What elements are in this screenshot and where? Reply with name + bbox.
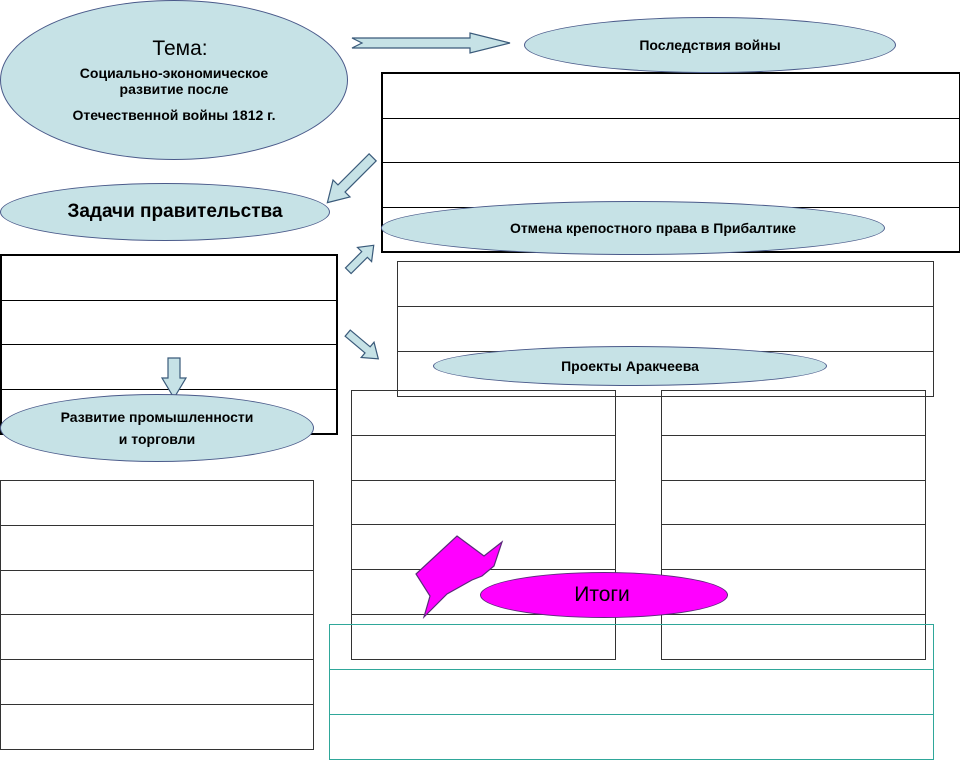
table-row[interactable] bbox=[662, 434, 925, 480]
arrow-up-right-icon bbox=[344, 244, 375, 275]
table-row[interactable] bbox=[2, 299, 336, 345]
topic-line-1: Социально-экономическое bbox=[79, 65, 269, 81]
industry-line-1: Развитие промышленности bbox=[60, 409, 254, 425]
table-row[interactable] bbox=[662, 524, 925, 569]
arrow-down-right-icon bbox=[344, 329, 380, 360]
arrow-down-icon bbox=[160, 357, 188, 400]
table-row[interactable] bbox=[398, 306, 933, 351]
topic-line-2: развитие после bbox=[119, 81, 229, 97]
tasks-oval[interactable]: Задачи правительства bbox=[0, 183, 330, 241]
arrow-down-left-icon bbox=[326, 152, 378, 204]
table-row[interactable] bbox=[330, 714, 933, 759]
tasks-label: Задачи правительства bbox=[67, 201, 283, 222]
table-row[interactable] bbox=[352, 434, 615, 480]
arakcheev-table-right bbox=[661, 390, 926, 660]
serfdom-oval[interactable]: Отмена крепостного права в Прибалтике bbox=[381, 201, 885, 255]
table-row[interactable] bbox=[1, 524, 313, 570]
table-row[interactable] bbox=[383, 117, 959, 163]
table-row[interactable] bbox=[662, 569, 925, 614]
results-arrow-icon bbox=[415, 535, 504, 620]
table-row[interactable] bbox=[2, 344, 336, 389]
serfdom-label: Отмена крепостного права в Прибалтике bbox=[509, 220, 797, 236]
consequences-oval[interactable]: Последствия войны bbox=[524, 17, 896, 73]
results-label: Итоги bbox=[574, 583, 630, 606]
industry-line-2: и торговли bbox=[118, 431, 196, 447]
table-row[interactable] bbox=[330, 669, 933, 714]
table-row[interactable] bbox=[1, 659, 313, 704]
arakcheev-label: Проекты Аракчеева bbox=[561, 358, 699, 374]
topic-line-3: Отечественной войны 1812 г. bbox=[72, 107, 276, 123]
topic-oval[interactable]: Тема: Социально-экономическое развитие п… bbox=[0, 0, 348, 160]
table-row[interactable] bbox=[1, 569, 313, 615]
table-row[interactable] bbox=[662, 614, 925, 659]
table-row[interactable] bbox=[352, 479, 615, 525]
table-row[interactable] bbox=[1, 614, 313, 659]
consequences-label: Последствия войны bbox=[639, 37, 781, 53]
table-row[interactable] bbox=[352, 524, 615, 569]
arakcheev-oval[interactable]: Проекты Аракчеева bbox=[433, 346, 827, 386]
arrow-right-icon bbox=[351, 32, 511, 54]
table-row[interactable] bbox=[383, 162, 959, 207]
table-row[interactable] bbox=[352, 614, 615, 659]
arrows-layer bbox=[160, 32, 511, 620]
industry-oval[interactable]: Развитие промышленности и торговли bbox=[0, 394, 314, 462]
table-row[interactable] bbox=[662, 479, 925, 525]
topic-label: Тема: bbox=[152, 37, 208, 60]
results-oval[interactable]: Итоги bbox=[480, 572, 728, 618]
table-row[interactable] bbox=[1, 704, 313, 749]
